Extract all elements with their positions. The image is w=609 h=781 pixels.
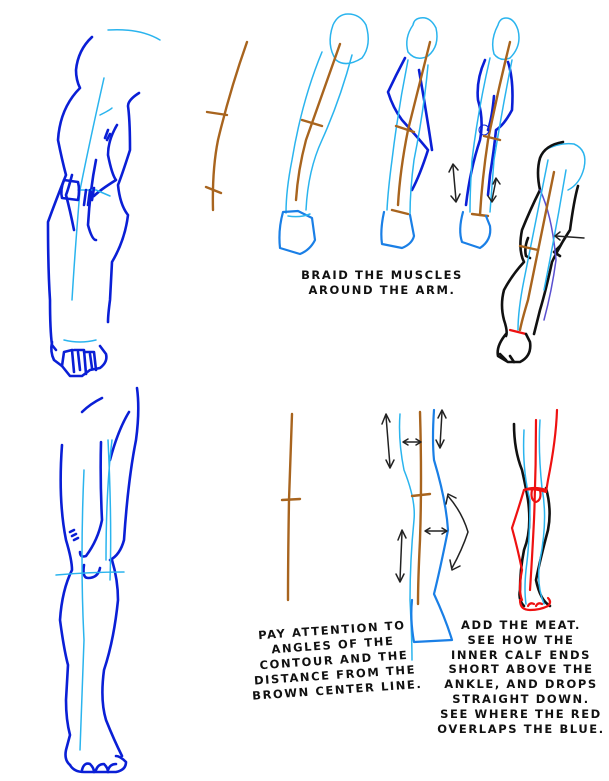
double-arrow-icon bbox=[435, 409, 447, 449]
caption-line: inner calf ends bbox=[450, 647, 592, 662]
caption-line: overlaps the blue. bbox=[437, 721, 605, 736]
caption-line: around the arm. bbox=[308, 283, 456, 297]
caption-line: straight down. bbox=[452, 691, 590, 706]
double-arrow-icon bbox=[448, 163, 461, 203]
figure-arm-step-1 bbox=[204, 40, 249, 212]
figure-arm-step-3 bbox=[380, 16, 438, 250]
caption-braid-muscles: Braid the muscles around the arm. bbox=[282, 268, 482, 298]
figure-leg-finished bbox=[55, 386, 140, 774]
double-arrow-icon bbox=[381, 413, 395, 469]
caption-line: Braid the muscles bbox=[301, 268, 463, 282]
figure-leg-step-1 bbox=[280, 412, 302, 602]
figure-leg-step-3 bbox=[510, 408, 559, 612]
figure-arm-step-4 bbox=[448, 17, 520, 250]
caption-contour-angles: Pay attention to angles of the contour a… bbox=[248, 617, 423, 704]
caption-line: See how the bbox=[467, 632, 575, 647]
horizontal-arrow-icon bbox=[424, 527, 448, 535]
figure-arm-step-2 bbox=[278, 13, 369, 256]
caption-add-the-meat: Add the meat. See how the inner calf end… bbox=[436, 618, 606, 736]
figure-arm-finished bbox=[46, 28, 161, 378]
caption-line: short above the bbox=[448, 662, 594, 677]
horizontal-arrow-icon bbox=[402, 438, 422, 446]
caption-line: See where the red bbox=[440, 706, 602, 721]
double-arrow-icon bbox=[395, 529, 407, 583]
caption-line: ankle, and drops bbox=[444, 677, 598, 692]
figure-leg-step-2 bbox=[381, 408, 469, 661]
double-arrow-icon bbox=[487, 177, 501, 203]
caption-line: Add the meat. bbox=[461, 618, 581, 632]
figure-arm-step-5 bbox=[496, 140, 586, 364]
